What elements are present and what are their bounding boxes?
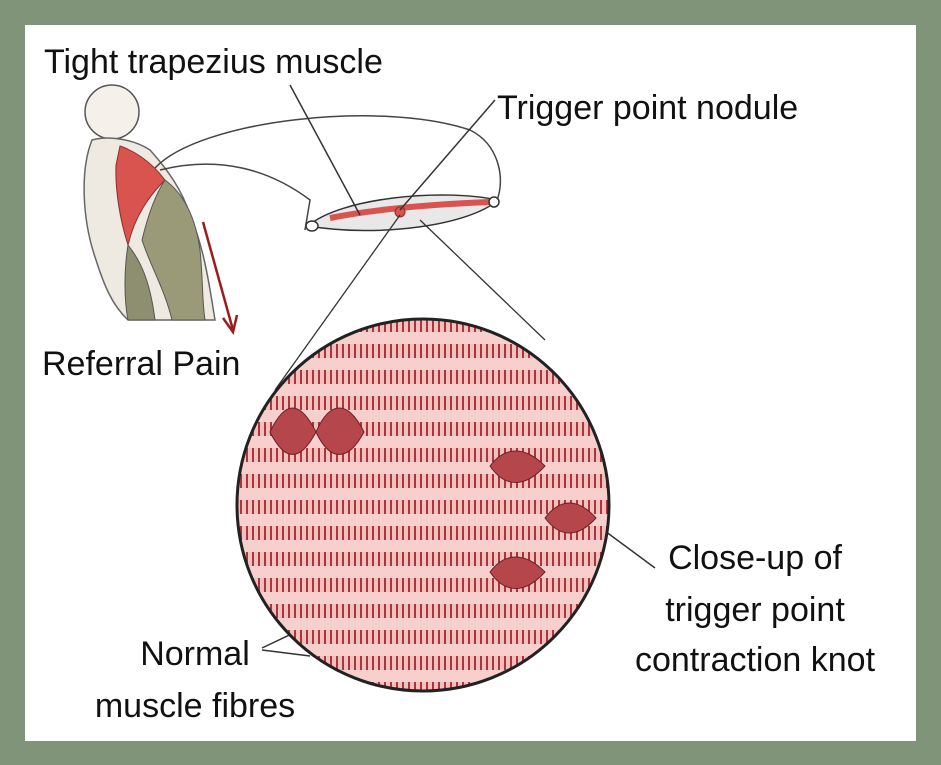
label-closeup-line2: trigger point: [665, 591, 845, 629]
label-closeup-line1: Close-up of: [668, 539, 842, 577]
cone-right: [419, 219, 546, 341]
magnify-connector-top: [154, 115, 502, 201]
closeup-circle-outline: [235, 317, 611, 693]
label-referral-pain: Referral Pain: [42, 345, 241, 383]
leader-normal-2: [261, 649, 311, 657]
arm-shape: [141, 179, 206, 321]
cone-left: [274, 214, 401, 391]
leader-nodule: [399, 99, 496, 211]
label-tight-trapezius: Tight trapezius muscle: [44, 43, 383, 81]
muscle-spindle: [305, 194, 500, 232]
magnify-connector-bottom: [159, 163, 311, 231]
referral-pain-arrow: [201, 221, 239, 335]
leader-trapezius: [289, 84, 361, 216]
head-shape: [84, 84, 140, 140]
trapezius-muscle-shape: [115, 145, 166, 247]
body-figure: [83, 84, 216, 321]
label-normal-fibres-line2: muscle fibres: [94, 687, 296, 725]
label-closeup-line3: contraction knot: [634, 641, 876, 679]
back-muscles-shape: [124, 243, 156, 321]
label-normal-fibres-line1: Normal: [140, 635, 250, 673]
contraction-knots: [269, 407, 597, 589]
trigger-nodule-dot: [394, 206, 406, 218]
label-trigger-point-nodule: Trigger point nodule: [497, 89, 799, 127]
